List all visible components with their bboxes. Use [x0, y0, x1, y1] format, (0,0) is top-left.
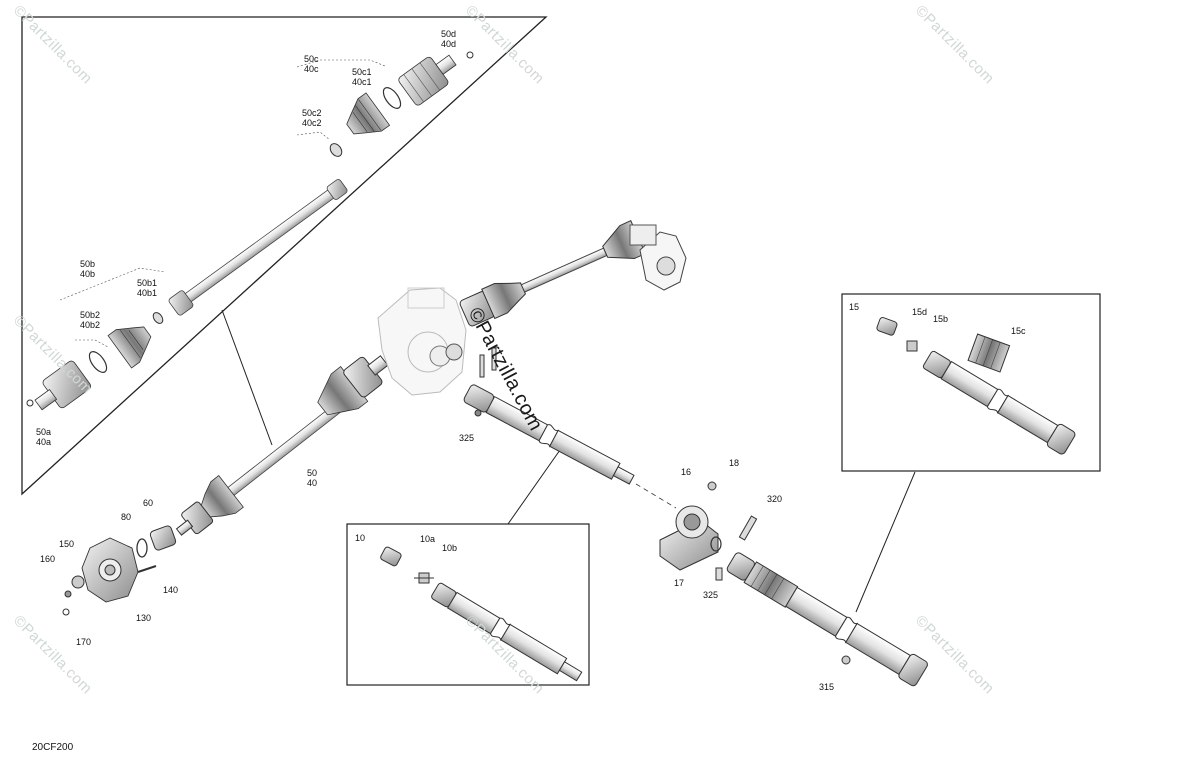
label-40c2: 40c2 — [302, 118, 322, 128]
label-17: 17 — [674, 578, 685, 588]
label-50b: 50b — [80, 259, 96, 269]
clamp-ring — [382, 87, 402, 109]
center-support-bearing — [659, 481, 758, 581]
label-18: 18 — [729, 458, 740, 468]
label-320: 320 — [767, 494, 783, 504]
center-line — [635, 483, 677, 509]
label-40: 40 — [307, 478, 318, 488]
cv-axle-detail-shaft — [26, 51, 474, 411]
label-50: 50 — [307, 468, 318, 478]
label-10a: 10a — [420, 534, 436, 544]
label-130: 130 — [136, 613, 152, 623]
label-40d: 40d — [441, 39, 457, 49]
label-50c2: 50c2 — [302, 108, 322, 118]
label-40b1: 40b1 — [137, 288, 158, 298]
label-315: 315 — [819, 682, 835, 692]
label-50c1: 50c1 — [352, 67, 372, 77]
label-40b: 40b — [80, 269, 96, 279]
label-325: 325 — [459, 433, 475, 443]
bearing — [149, 525, 177, 551]
label-15b: 15b — [933, 314, 949, 324]
front-differential — [377, 287, 467, 396]
leader-line — [221, 309, 273, 446]
label-325: 325 — [703, 590, 719, 600]
front-prop-shaft — [463, 384, 635, 485]
label-40b2: 40b2 — [80, 320, 101, 330]
label-50a: 50a — [36, 427, 52, 437]
label-15c: 15c — [1011, 326, 1026, 336]
label-10b: 10b — [442, 543, 458, 553]
retaining-ring — [136, 538, 148, 558]
label-150: 150 — [59, 539, 75, 549]
box15-shaft-assembly — [876, 317, 1076, 455]
label-16: 16 — [681, 467, 692, 477]
label-160: 160 — [40, 554, 56, 564]
label-50c: 50c — [304, 54, 319, 64]
label-50b2: 50b2 — [80, 310, 101, 320]
label-40c: 40c — [304, 64, 319, 74]
callout-brackets — [59, 59, 386, 348]
label-60: 60 — [143, 498, 154, 508]
leader-line — [855, 471, 916, 613]
wheel-hub — [62, 537, 157, 616]
label-15: 15 — [849, 302, 860, 312]
label-140: 140 — [163, 585, 179, 595]
detail-panel-triangle — [21, 16, 548, 496]
diagram-code: 20CF200 — [32, 742, 74, 753]
label-50b1: 50b1 — [137, 278, 158, 288]
label-15d: 15d — [912, 307, 928, 317]
label-40c1: 40c1 — [352, 77, 372, 87]
label-80: 80 — [121, 512, 132, 522]
front-cv-axle — [175, 355, 389, 536]
label-40a: 40a — [36, 437, 52, 447]
label-170: 170 — [76, 637, 92, 647]
leader-line — [507, 449, 561, 525]
label-10: 10 — [355, 533, 366, 543]
rear-cv-axle — [459, 220, 687, 327]
box10-shaft-assembly — [380, 546, 583, 682]
rear-prop-shaft — [726, 552, 928, 687]
mounting-bolts — [479, 347, 497, 378]
label-50d: 50d — [441, 29, 457, 39]
